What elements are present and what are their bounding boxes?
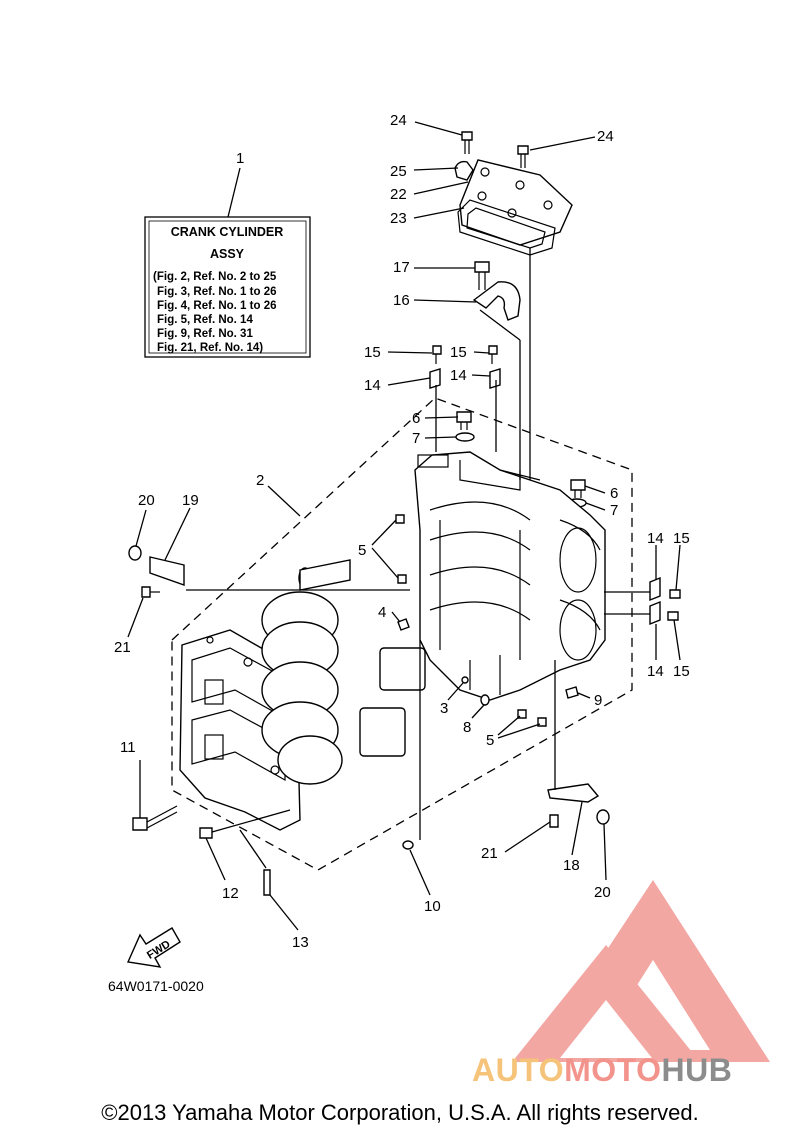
callout-24: 24	[597, 128, 614, 145]
callout-15: 15	[673, 530, 690, 547]
pin-3	[461, 676, 469, 684]
watermark-text: AUTOMOTOHUB	[472, 1052, 732, 1089]
callout-14: 14	[647, 663, 664, 680]
callout-2: 2	[256, 472, 264, 489]
diagram-reference-code: 64W0171-0020	[108, 978, 204, 994]
bolt-17	[474, 261, 490, 290]
callout-23: 23	[390, 210, 407, 227]
callout-21: 21	[481, 845, 498, 862]
box-ref-line: Fig. 4, Ref. No. 1 to 26	[157, 300, 277, 312]
bolt-15-b	[488, 345, 498, 364]
cap-20-right	[596, 809, 610, 825]
washer-7-a	[455, 432, 475, 442]
box-ref-line: Fig. 5, Ref. No. 14	[157, 314, 253, 326]
box-ref-line: Fig. 21, Ref. No. 14)	[157, 342, 263, 354]
plate-14-a	[429, 368, 441, 389]
callout-15: 15	[673, 663, 690, 680]
callout-21: 21	[114, 639, 131, 656]
assembly-outline	[171, 397, 633, 871]
fitting-5-top	[395, 514, 407, 584]
watermark-part-moto: MOTO	[564, 1052, 662, 1088]
callout-4: 4	[378, 604, 386, 621]
callout-8: 8	[463, 719, 471, 736]
bolt-11	[132, 805, 178, 831]
box-ref-line: Fig. 3, Ref. No. 1 to 26	[157, 286, 277, 298]
callout-18: 18	[563, 857, 580, 874]
pin-4	[397, 618, 410, 631]
box-title-line1: CRANK CYLINDER	[171, 225, 284, 239]
callout-20: 20	[138, 492, 155, 509]
callout-19: 19	[182, 492, 199, 509]
callout-20: 20	[594, 884, 611, 901]
cylinder-block	[414, 451, 606, 701]
cover-gasket	[457, 199, 556, 256]
plate-14-c	[649, 576, 661, 602]
callout-7: 7	[412, 430, 420, 447]
fitting-5-bottom	[517, 709, 547, 727]
callout-11: 11	[120, 739, 136, 756]
watermark-part-auto: AUTO	[472, 1052, 565, 1088]
callout-16: 16	[393, 292, 410, 309]
pin-10	[402, 840, 414, 850]
callout-25: 25	[390, 163, 407, 180]
callout-10: 10	[424, 898, 441, 915]
plug-12	[199, 827, 213, 839]
pin-8	[480, 694, 490, 706]
callout-13: 13	[292, 934, 309, 951]
callout-5: 5	[358, 542, 366, 559]
bolt-15-a	[432, 345, 442, 364]
callout-labels: 24 24 25 22 23 17 16 15 15 14 14 6 7 6 7…	[114, 112, 690, 951]
box-title-line2: ASSY	[210, 247, 245, 261]
watermark-part-hub: HUB	[661, 1052, 733, 1088]
clamp-16	[472, 281, 521, 321]
callout-9: 9	[594, 692, 602, 709]
bolt-6-a	[456, 411, 472, 430]
callout-14: 14	[647, 530, 664, 547]
crankshaft	[261, 559, 426, 785]
bolt-24-left	[461, 131, 473, 154]
plate-14-b	[489, 368, 501, 389]
screw-21-left	[141, 586, 160, 598]
callout-12: 12	[222, 885, 239, 902]
screw-21-right	[549, 814, 559, 828]
callout-6: 6	[610, 485, 618, 502]
callout-15: 15	[364, 344, 381, 361]
bracket-19	[149, 556, 185, 586]
plug-9	[565, 686, 579, 699]
copyright-notice: ©2013 Yamaha Motor Corporation, U.S.A. A…	[101, 1100, 699, 1125]
callout-6: 6	[412, 410, 420, 427]
callout-3: 3	[440, 700, 448, 717]
callout-22: 22	[390, 186, 407, 203]
bracket-25	[454, 160, 474, 181]
assembly-info-box: 1 CRANK CYLINDER ASSY (Fig. 2, Ref. No. …	[144, 150, 311, 358]
box-ref-line: Fig. 9, Ref. No. 31	[157, 328, 253, 340]
fwd-arrow-icon: FWD	[126, 927, 181, 968]
watermark-logo	[512, 880, 770, 1062]
bolt-24-right	[517, 145, 529, 168]
callout-14: 14	[450, 367, 467, 384]
callout-24: 24	[390, 112, 407, 129]
callout-5: 5	[486, 732, 494, 749]
stud-13	[263, 869, 271, 896]
callout-17: 17	[393, 259, 410, 276]
callout-14: 14	[364, 377, 381, 394]
box-ref-line: (Fig. 2, Ref. No. 2 to 25	[153, 271, 277, 283]
cap-20-left	[128, 545, 142, 561]
callout-1: 1	[236, 150, 244, 167]
bolt-15-d	[667, 611, 679, 621]
plate-14-d	[649, 600, 661, 626]
callout-15: 15	[450, 344, 467, 361]
bolt-6-b	[570, 479, 586, 498]
bolt-15-c	[669, 589, 681, 599]
bracket-18	[547, 783, 600, 803]
callout-7: 7	[610, 502, 618, 519]
leader-lines	[127, 121, 681, 931]
